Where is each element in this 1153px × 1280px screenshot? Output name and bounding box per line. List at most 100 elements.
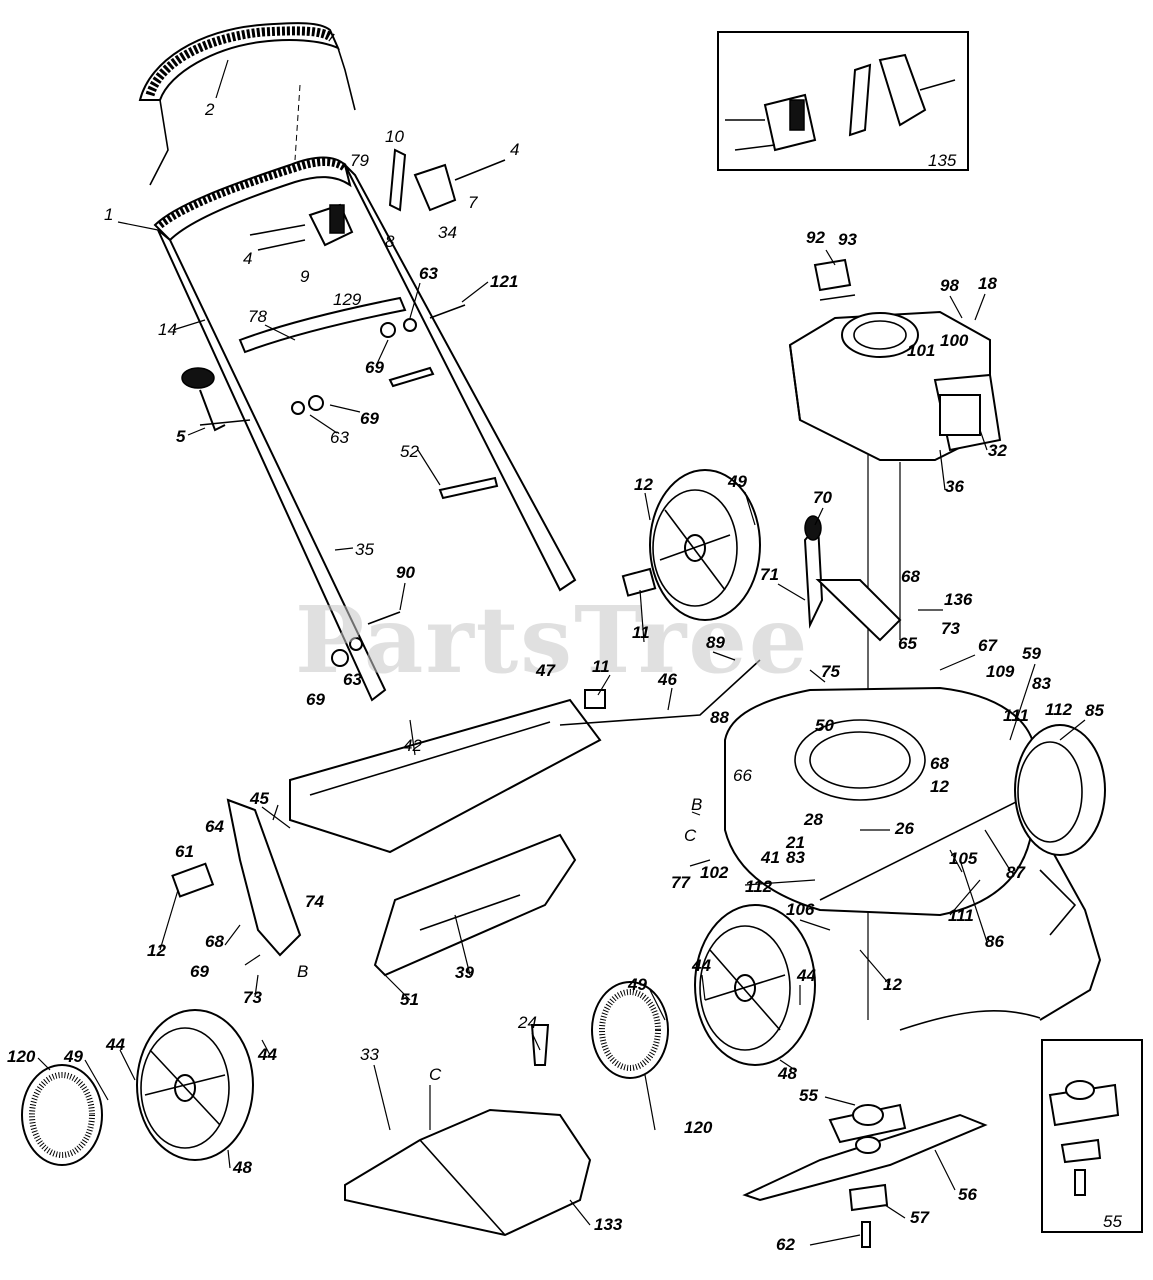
axle-assembly [171,567,761,957]
callout-label: 33 [360,1045,379,1064]
callout-label: 133 [594,1215,623,1234]
callout-label: 57 [910,1208,930,1227]
callout-label: 88 [710,708,729,727]
callout-label: 49 [727,472,747,491]
callout-label: 79 [350,151,369,170]
callout-label: 36 [945,477,964,496]
callout-label: 101 [907,341,935,360]
callout-label: 55 [1103,1212,1122,1231]
callout-label: 14 [158,320,177,339]
callout-label: 21 [785,833,805,852]
callout-label: 2 [204,100,215,119]
callout-label: 11 [592,657,610,676]
callout-label: 105 [949,849,978,868]
callout-label: 74 [305,892,324,911]
callout-label: 59 [1022,644,1041,663]
callout-label: 1 [104,205,113,224]
callout-label: 121 [490,272,518,291]
callout-label: 68 [205,932,224,951]
callout-label: 42 [403,736,422,755]
callout-label: 75 [821,662,840,681]
callout-label: 83 [1032,674,1051,693]
callout-label: C [429,1065,442,1084]
callout-label: 39 [455,963,474,982]
callout-label: 66 [733,766,752,785]
callout-label: 70 [813,488,832,507]
callout-label: 34 [438,223,457,242]
callout-label: B [691,795,702,814]
rear-wheel-upper [649,469,761,621]
callout-label: 63 [343,670,362,689]
front-wheel-left [136,1009,254,1161]
callout-label: 44 [796,966,816,985]
callout-label: 48 [232,1158,252,1177]
callout-label: 44 [105,1035,125,1054]
callout-label: 69 [360,409,379,428]
callout-label: 45 [249,789,269,808]
hubcap-center [591,981,669,1079]
callout-label: 12 [883,975,902,994]
blade-56 [742,1113,988,1202]
callout-label: 98 [940,276,959,295]
callout-label: 10 [385,127,404,146]
callout-label: 68 [901,567,920,586]
handle-knob [181,367,251,432]
callout-label: 89 [706,633,725,652]
callout-label: 44 [691,956,711,975]
callout-label: 68 [930,754,949,773]
callout-label: 63 [330,428,349,447]
hubcap-left [21,1064,103,1166]
callout-label: 35 [355,540,374,559]
callout-label: 4 [243,249,252,268]
callout-label: 111 [1003,706,1029,725]
callout-label: 41 [760,848,780,867]
callout-label: 32 [988,441,1007,460]
inset-box-55 [899,1010,1143,1233]
callout-label: 47 [535,661,556,680]
callout-label: 100 [940,331,969,350]
callout-label: 86 [985,932,1004,951]
callout-label: 11 [632,623,650,642]
callout-label: 52 [400,442,419,461]
callout-label: 129 [333,290,362,309]
callout-label: 50 [815,716,834,735]
callout-label: 12 [634,475,653,494]
callout-label: 55 [799,1086,818,1105]
callout-label: 71 [760,565,779,584]
callout-label: 109 [986,662,1015,681]
callout-label: 135 [928,151,957,170]
callout-label: 62 [776,1235,795,1254]
callout-label: 9 [300,267,310,286]
control-bracket [249,148,506,251]
callout-label: 112 [1045,700,1073,719]
callout-label: 69 [190,962,209,981]
callout-label: 46 [657,670,677,689]
callout-label: 49 [627,975,647,994]
mower-deck [724,686,1102,1021]
callout-label: 92 [806,228,825,247]
callout-label: 7 [468,193,478,212]
blade-adapter-55 [828,1103,907,1144]
callout-label: B [297,962,308,981]
callout-label: 73 [243,988,262,1007]
front-wheel-center [694,904,816,1066]
callout-label: 78 [248,307,267,326]
callout-label: 18 [978,274,997,293]
callout-label: 4 [510,140,519,159]
callout-label: 12 [930,777,949,796]
callout-label: 69 [306,690,325,709]
callout-label: 136 [944,590,973,609]
deflector-39 [373,833,577,977]
callout-label: 120 [7,1047,36,1066]
blade-support-57 [848,1183,889,1212]
control-lever-70 [803,515,902,642]
rear-wheel-right [1014,724,1106,856]
callout-label: 48 [777,1064,797,1083]
upper-handle [138,22,356,186]
callout-label: 61 [175,842,194,861]
callout-label: 73 [941,619,960,638]
lower-handle [153,156,577,702]
callout-label: 8 [385,232,395,251]
callout-label: 28 [803,810,823,829]
